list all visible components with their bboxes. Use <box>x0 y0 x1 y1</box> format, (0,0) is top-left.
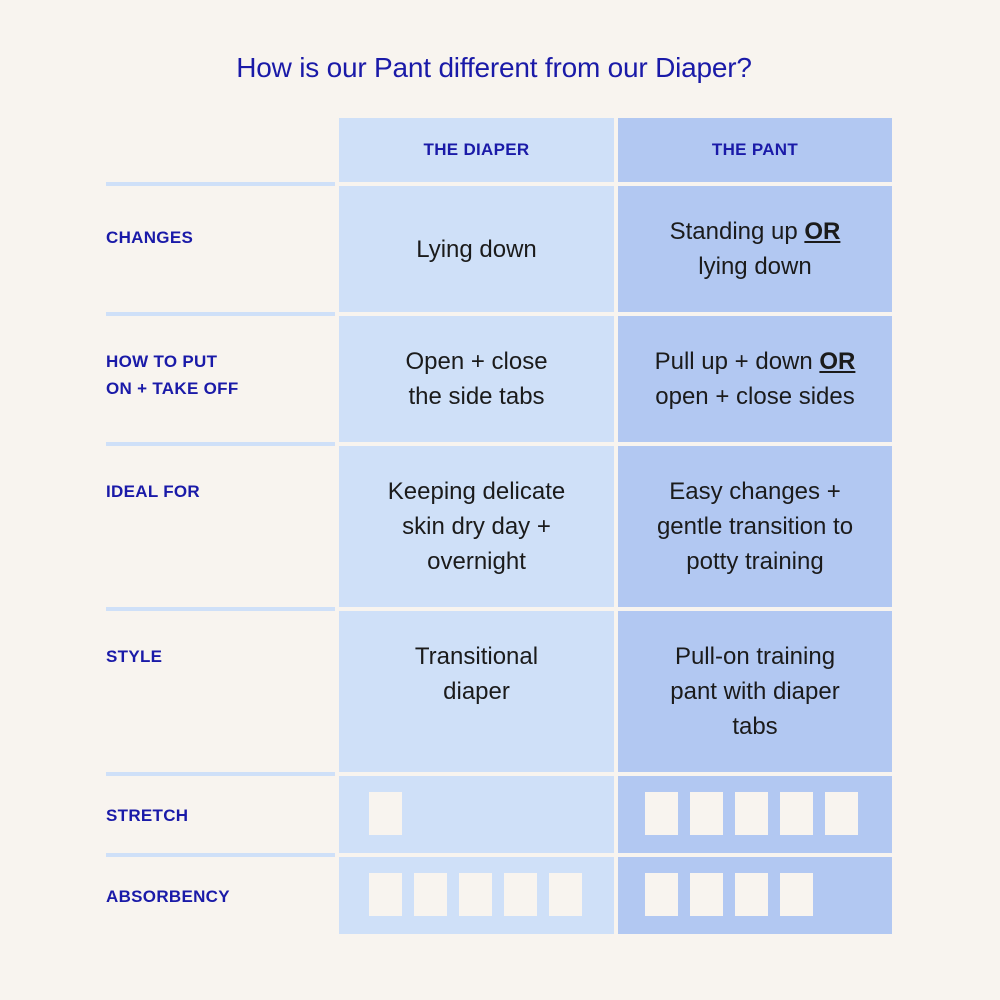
column-header-diaper: THE DIAPER <box>339 118 614 182</box>
row-label-stretch: STRETCH <box>106 772 335 853</box>
diaper-style-text: Transitional diaper <box>414 643 539 705</box>
rating-box <box>504 873 537 916</box>
comparison-table: THE DIAPER THE PANT CHANGES Lying down S… <box>106 118 892 934</box>
diaper-changes: Lying down <box>339 186 614 312</box>
header-spacer <box>106 118 335 182</box>
column-header-pant: THE PANT <box>618 118 892 182</box>
rating-box <box>735 873 768 916</box>
diaper-how-to-put-on: Open + close the side tabs <box>339 316 614 442</box>
diaper-changes-text: Lying down <box>416 235 537 263</box>
rating-box <box>369 792 402 835</box>
pant-absorbency-rating <box>618 857 892 934</box>
pant-how-to-put-on: Pull up + down OR open + close sides <box>618 316 892 442</box>
rating-box <box>690 873 723 916</box>
rating-box <box>414 873 447 916</box>
pant-how-emphasis: OR <box>819 348 856 375</box>
pant-changes-post: lying down <box>698 253 812 280</box>
diaper-how-line2: the side tabs <box>408 383 545 410</box>
pant-how-pre: Pull up + down <box>654 348 820 375</box>
row-label-absorbency: ABSORBENCY <box>106 853 335 934</box>
diaper-stretch-rating <box>339 776 614 853</box>
diaper-how-line1: Open + close <box>405 348 548 375</box>
rating-box <box>780 873 813 916</box>
diaper-ideal-for: Keeping delicate skin dry day + overnigh… <box>339 446 614 607</box>
pant-how-post: open + close sides <box>655 383 855 410</box>
pant-style-text: Pull-on training pant with diaper tabs <box>670 643 840 740</box>
row-label-how-to-put-on: HOW TO PUT ON + TAKE OFF <box>106 312 335 442</box>
row-label-how-line2: ON + TAKE OFF <box>106 379 239 398</box>
rating-box <box>459 873 492 916</box>
rating-box <box>780 792 813 835</box>
pant-how-text: Pull up + down OR open + close sides <box>655 344 856 414</box>
row-label-style: STYLE <box>106 607 335 772</box>
pant-ideal-for: Easy changes + gentle transition to pott… <box>618 446 892 607</box>
rating-box <box>549 873 582 916</box>
rating-box <box>369 873 402 916</box>
diaper-how-text: Open + close the side tabs <box>405 344 547 414</box>
rating-box <box>825 792 858 835</box>
diaper-ideal-text: Keeping delicate skin dry day + overnigh… <box>387 478 566 575</box>
pant-changes: Standing up OR lying down <box>618 186 892 312</box>
row-label-changes: CHANGES <box>106 182 335 312</box>
row-label-how-line1: HOW TO PUT <box>106 352 218 371</box>
diaper-absorbency-rating <box>339 857 614 934</box>
rating-box <box>735 792 768 835</box>
rating-box <box>645 873 678 916</box>
pant-changes-text: Standing up OR lying down <box>670 214 841 284</box>
pant-style: Pull-on training pant with diaper tabs <box>618 611 892 772</box>
diaper-style: Transitional diaper <box>339 611 614 772</box>
pant-changes-emphasis: OR <box>804 218 841 245</box>
rating-box <box>645 792 678 835</box>
page-title: How is our Pant different from our Diape… <box>236 52 752 83</box>
pant-ideal-text: Easy changes + gentle transition to pott… <box>656 478 854 575</box>
pant-changes-pre: Standing up <box>669 218 805 245</box>
pant-stretch-rating <box>618 776 892 853</box>
row-label-ideal-for: IDEAL FOR <box>106 442 335 607</box>
rating-box <box>690 792 723 835</box>
